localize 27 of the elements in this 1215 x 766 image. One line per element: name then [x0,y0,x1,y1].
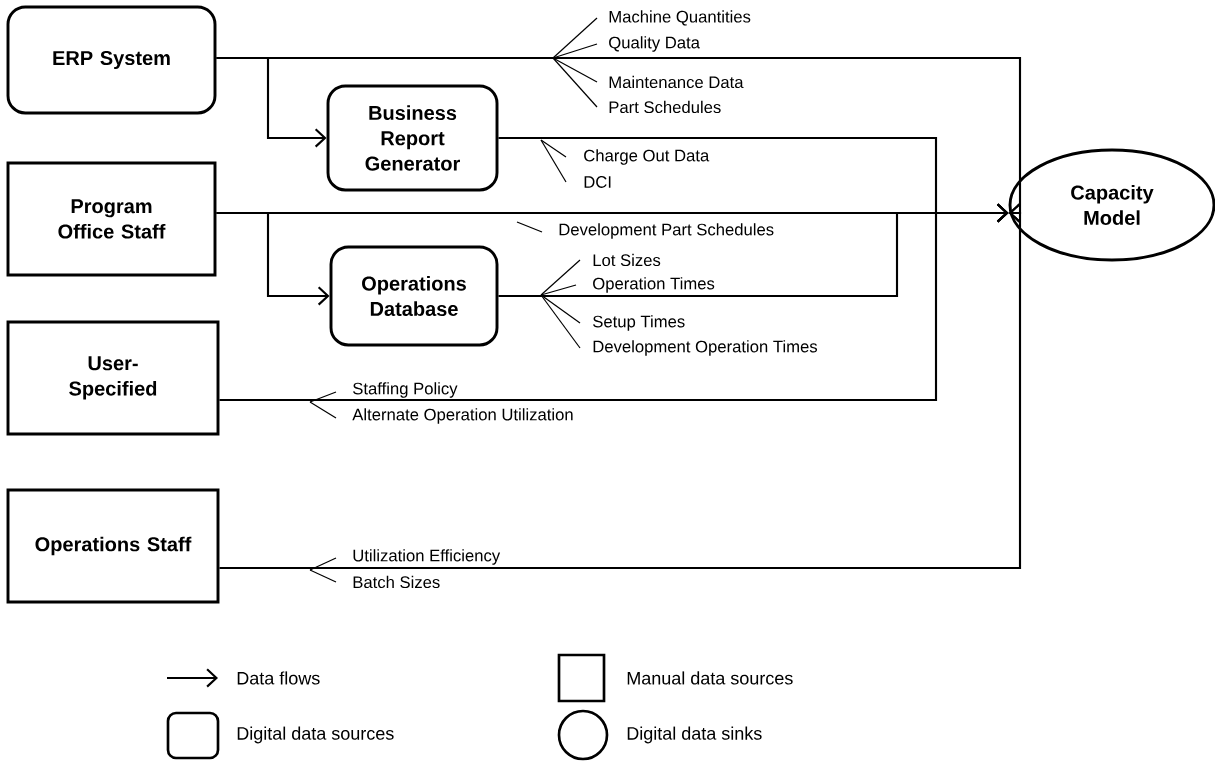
rounded-box: Operations Database [329,245,499,347]
flow-label: Lot Sizes [593,253,661,267]
legend-text: Data flows [237,671,320,685]
flow-label: Part Schedules [609,100,721,114]
flow-label: Setup Times [593,315,685,331]
legend-text: Digital data sinks [627,726,762,744]
flow-label: DCI [584,176,611,188]
flow-label: Maintenance Data [609,75,744,89]
flow-label: Staffing Policy [353,382,458,398]
arrow [219,203,1009,402]
flow-label: Utilization Efficiency [353,549,501,565]
flow-label: Charge Out Data [584,149,710,165]
rounded-box: ERP System [6,5,217,115]
legend-text: Manual data sources [627,671,793,685]
flow-label: Batch Sizes [353,575,440,589]
process-box: Program Office Staff [6,161,217,277]
rounded-box: Business Report Generator [326,84,499,192]
flow-label: Development Part Schedules [559,223,774,239]
flow-label: Machine Quantities [609,10,751,26]
process-box: Operations Staff [6,488,220,604]
process-box: User-Specified [6,320,220,436]
flow-label: Development Operation Times [593,340,818,356]
legend-text: Digital data sources [237,726,394,744]
flow-label: Quality Data [609,36,700,52]
arrow [219,203,1022,570]
flow-label: Operation Times [593,277,715,293]
flow-label: Alternate Operation Utilization [352,408,573,424]
